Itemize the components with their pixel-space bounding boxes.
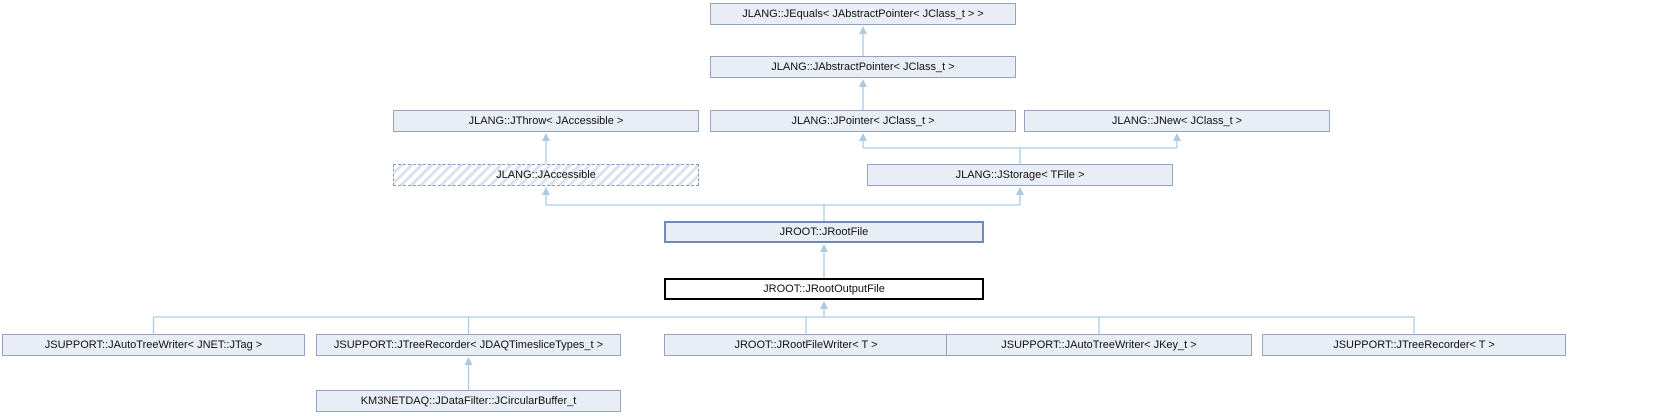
class-node-jequals[interactable]: JLANG::JEquals< JAbstractPointer< JClass… <box>710 3 1016 25</box>
class-node-jautotreewriter-jkey-t[interactable]: JSUPPORT::JAutoTreeWriter< JKey_t > <box>946 334 1252 356</box>
class-node-jrootfilewriter-t[interactable]: JROOT::JRootFileWriter< T > <box>664 334 948 356</box>
class-node-jnew[interactable]: JLANG::JNew< JClass_t > <box>1024 110 1330 132</box>
class-node-jcircularbuffer-t[interactable]: KM3NETDAQ::JDataFilter::JCircularBuffer_… <box>316 390 621 412</box>
class-node-jtreerecorder-t[interactable]: JSUPPORT::JTreeRecorder< T > <box>1262 334 1566 356</box>
class-node-jthrow[interactable]: JLANG::JThrow< JAccessible > <box>393 110 699 132</box>
class-node-jstorage[interactable]: JLANG::JStorage< TFile > <box>867 164 1173 186</box>
class-node-jtreerecorder-jdaqtimeslicetypes[interactable]: JSUPPORT::JTreeRecorder< JDAQTimesliceTy… <box>316 334 621 356</box>
class-node-jrootoutputfile-current: JROOT::JRootOutputFile <box>664 278 984 300</box>
class-node-jaccessible: JLANG::JAccessible <box>393 164 699 186</box>
class-node-jabstractpointer[interactable]: JLANG::JAbstractPointer< JClass_t > <box>710 56 1016 78</box>
class-node-jautotreewriter-jnet-jtag[interactable]: JSUPPORT::JAutoTreeWriter< JNET::JTag > <box>2 334 305 356</box>
class-node-jpointer[interactable]: JLANG::JPointer< JClass_t > <box>710 110 1016 132</box>
class-node-jrootfile[interactable]: JROOT::JRootFile <box>664 221 984 243</box>
